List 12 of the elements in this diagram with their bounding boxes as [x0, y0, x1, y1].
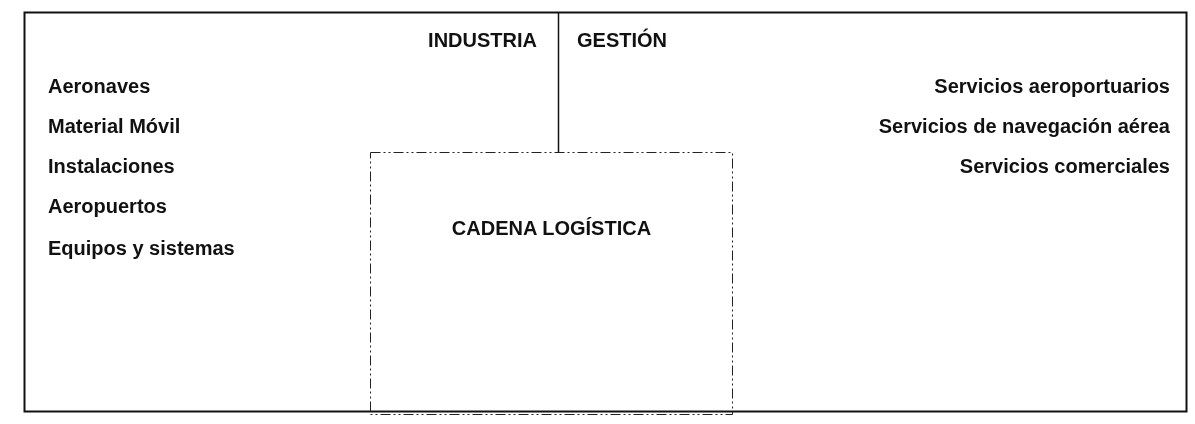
list-item: Equipos y sistemas [48, 236, 235, 260]
list-item: Aeronaves [48, 74, 151, 98]
list-item: Servicios de navegación aérea [878, 114, 1170, 138]
box-title: CADENA LOGÍSTICA [450, 216, 653, 240]
section-heading: GESTIÓN [577, 28, 667, 52]
list-item: Aeropuertos [48, 194, 167, 218]
list-item: Instalaciones [48, 154, 175, 178]
list-item: Material Móvil [48, 114, 181, 138]
section-heading: INDUSTRIA [428, 28, 537, 52]
list-item: Servicios comerciales [959, 154, 1170, 178]
list-item: Servicios aeroportuarios [934, 74, 1170, 98]
dashed-box [370, 152, 733, 415]
